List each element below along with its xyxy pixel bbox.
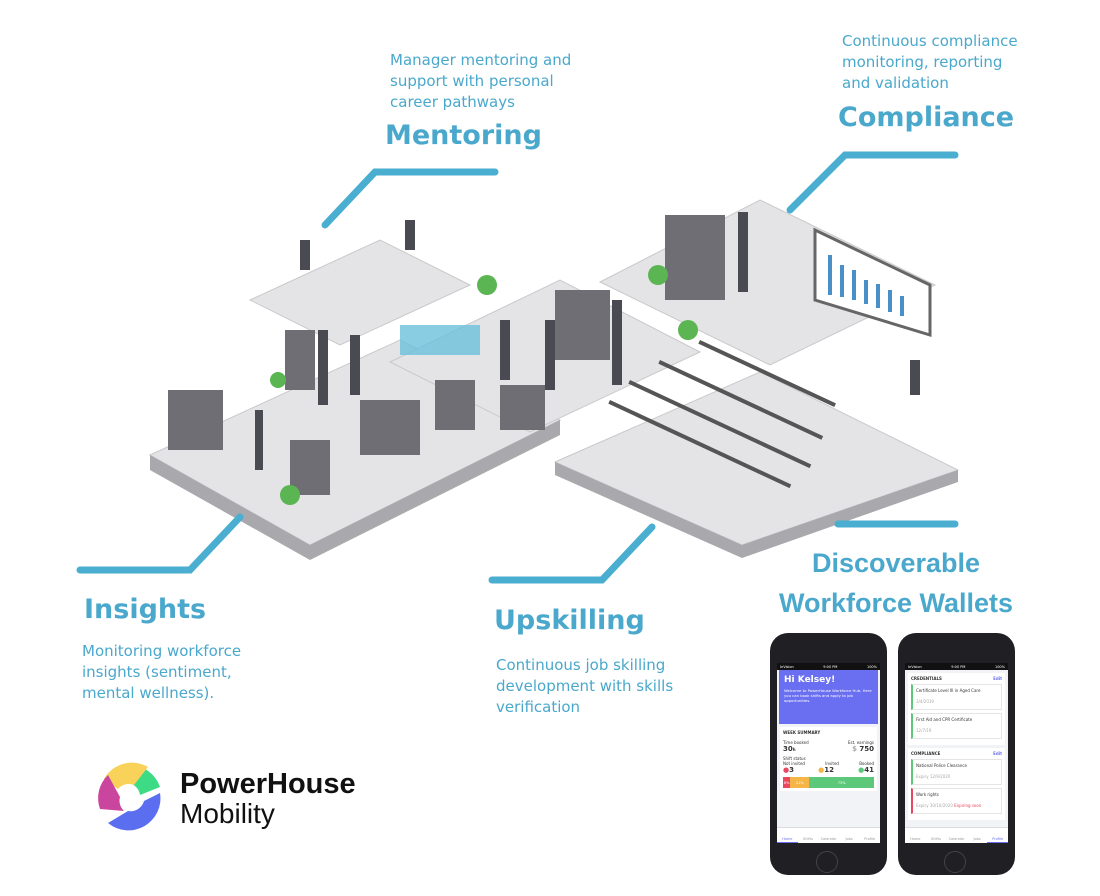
shift-bar-segment: 8% — [783, 777, 791, 788]
nav-profile[interactable]: Profile — [864, 837, 876, 841]
mentoring-title: Mentoring — [385, 120, 542, 151]
floor-right — [553, 371, 960, 546]
upskilling-title: Upskilling — [494, 605, 645, 636]
home-button — [816, 851, 838, 873]
home-button — [944, 851, 966, 873]
nav-home[interactable]: Home — [777, 828, 798, 843]
insights-title: Insights — [84, 594, 207, 625]
nav-shifts[interactable]: Shifts — [803, 837, 813, 841]
shift-status-bar: 8%21%73% — [783, 777, 874, 788]
nav-calendar[interactable]: Calendar — [820, 837, 837, 841]
shift-bar-segment: 73% — [809, 777, 874, 788]
logo-name: PowerHouse — [180, 768, 356, 800]
shift-bar-segment: 21% — [790, 777, 810, 788]
callout-lines — [76, 151, 959, 584]
nav-jobs[interactable]: Jobs — [845, 837, 853, 841]
logo-sub: Mobility — [180, 798, 275, 829]
people — [255, 212, 920, 470]
greeting-card: Hi Kelsey! Welcome to PowerHouse Workfor… — [779, 670, 878, 724]
logo-icon — [90, 757, 170, 837]
compliance-title: Compliance — [838, 102, 1015, 133]
